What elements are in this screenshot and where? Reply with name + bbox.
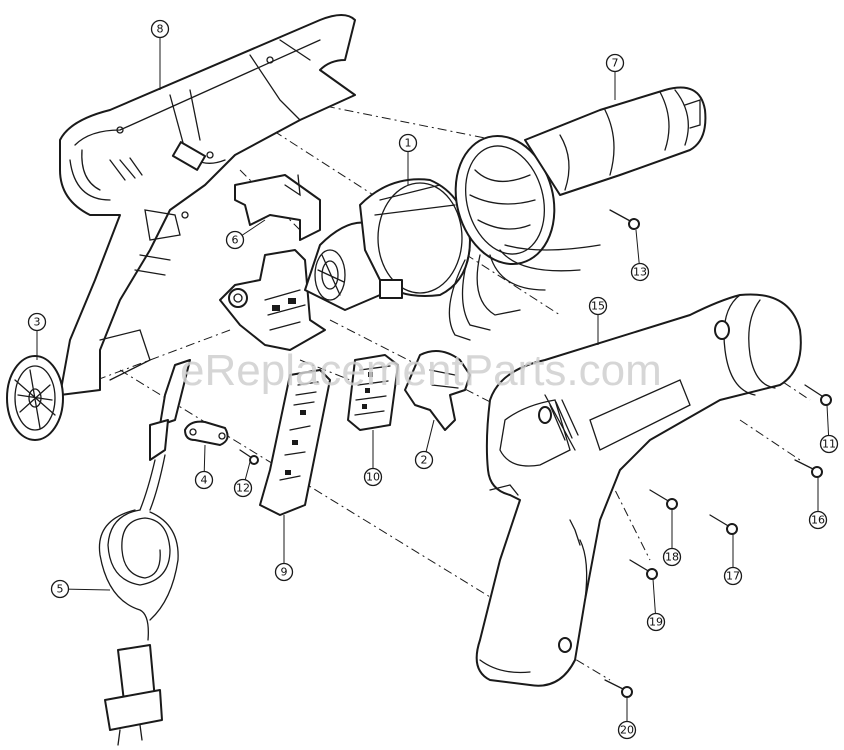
callout-circle-8: [150, 19, 170, 39]
callout-label-15: 15: [591, 300, 605, 313]
callout-label-4: 4: [201, 474, 208, 487]
callout-circle-20: [617, 720, 637, 740]
callout-circle-10: [363, 467, 383, 487]
callout-label-6: 6: [232, 234, 239, 247]
fan-impeller: [6, 355, 64, 441]
callout-label-19: 19: [649, 616, 663, 629]
callout-10: 10: [363, 430, 383, 487]
callout-circle-9: [274, 562, 294, 582]
terminal-block: [347, 354, 399, 431]
callout-circle-19: [646, 612, 666, 632]
callout-circle-13: [630, 262, 650, 282]
callout-circle-11: [819, 434, 839, 454]
callout-18: 18: [662, 509, 682, 567]
callout-label-5: 5: [57, 583, 64, 596]
callout-label-20: 20: [620, 724, 634, 737]
cord-clamp: [184, 420, 229, 446]
watermark: eReplacementParts.com: [180, 346, 662, 395]
heater-element-housing: [359, 178, 471, 299]
callout-label-2: 2: [421, 454, 428, 467]
callout-circle-16: [808, 510, 828, 530]
callout-circle-18: [662, 547, 682, 567]
callout-16: 16: [808, 477, 828, 530]
callout-7: 7: [605, 53, 625, 100]
heater-wires: [448, 244, 601, 341]
heating-coil-cone: [454, 134, 556, 266]
spring-clip: [404, 350, 471, 431]
callout-label-18: 18: [665, 551, 679, 564]
callout-4: 4: [194, 444, 214, 490]
callout-circle-7: [605, 53, 625, 73]
callout-17: 17: [723, 534, 743, 586]
switch-assembly: [219, 249, 326, 351]
callout-12: 12: [233, 461, 253, 498]
callout-circle-2: [414, 450, 434, 470]
callout-label-13: 13: [633, 266, 647, 279]
callout-circle-4: [194, 470, 214, 490]
heat-shield-bracket: [234, 174, 321, 241]
callout-19: 19: [646, 578, 666, 632]
callout-label-12: 12: [236, 482, 250, 495]
callout-label-9: 9: [281, 566, 288, 579]
callout-13: 13: [630, 229, 650, 282]
callout-circle-17: [723, 566, 743, 586]
callout-label-10: 10: [366, 471, 380, 484]
housing-half-left: [59, 14, 356, 396]
power-cord: [98, 359, 191, 746]
callout-11: 11: [819, 404, 839, 454]
callout-6: 6: [225, 219, 266, 250]
nozzle-barrel: [524, 86, 707, 196]
callout-3: 3: [27, 312, 47, 360]
callout-label-7: 7: [612, 57, 619, 70]
callout-label-1: 1: [405, 137, 412, 150]
gun-housing-assembled: [475, 293, 802, 687]
callout-1: 1: [398, 133, 418, 185]
callout-20: 20: [617, 697, 637, 740]
callout-2: 2: [414, 419, 435, 470]
callout-label-17: 17: [726, 570, 740, 583]
callout-label-16: 16: [811, 514, 825, 527]
callout-label-3: 3: [34, 316, 41, 329]
callout-label-8: 8: [157, 23, 164, 36]
callout-15: 15: [588, 296, 608, 345]
callout-8: 8: [150, 19, 170, 90]
callout-circle-5: [50, 579, 70, 599]
callout-circle-1: [398, 133, 418, 153]
callout-circle-3: [27, 312, 47, 332]
callout-label-11: 11: [822, 438, 836, 451]
callout-9: 9: [274, 515, 294, 582]
callout-circle-15: [588, 296, 608, 316]
callout-circle-6: [225, 230, 245, 250]
callout-5: 5: [50, 579, 111, 599]
switch-plate: [259, 369, 331, 516]
callout-circle-12: [233, 478, 253, 498]
screws: [239, 209, 832, 698]
